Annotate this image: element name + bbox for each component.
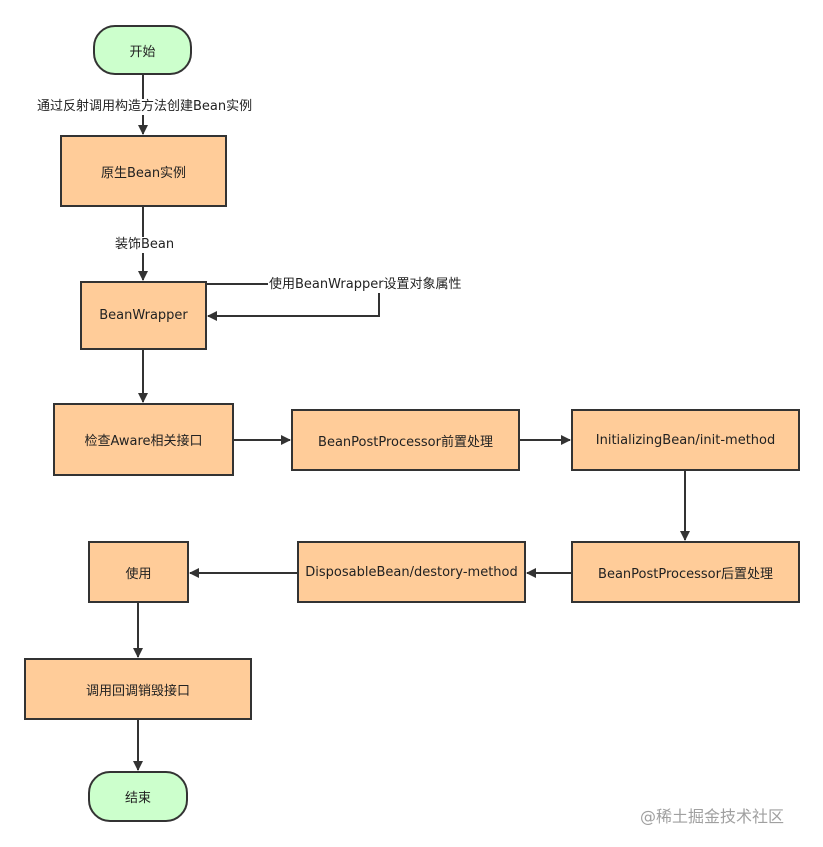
node-bean-wrapper[interactable]: BeanWrapper <box>80 281 207 350</box>
edge-label-decorate: 装饰Bean <box>114 237 176 253</box>
edge-label-reflect-create: 通过反射调用构造方法创建Bean实例 <box>36 99 254 115</box>
edge-wrapper-self-loop <box>143 283 380 321</box>
node-destroy-callback[interactable]: 调用回调销毁接口 <box>24 658 252 720</box>
node-check-aware[interactable]: 检查Aware相关接口 <box>53 403 234 476</box>
node-end[interactable]: 结束 <box>88 771 188 822</box>
node-disposable-bean[interactable]: DisposableBean/destory-method <box>297 541 526 603</box>
node-initializing-bean[interactable]: InitializingBean/init-method <box>571 409 800 471</box>
node-post-processor-before[interactable]: BeanPostProcessor前置处理 <box>291 409 520 471</box>
watermark-text: @稀土掘金技术社区 <box>640 807 785 826</box>
edge-label-set-props: 使用BeanWrapper设置对象属性 <box>268 277 463 293</box>
node-post-processor-after[interactable]: BeanPostProcessor后置处理 <box>571 541 800 603</box>
node-start[interactable]: 开始 <box>93 25 192 75</box>
node-use[interactable]: 使用 <box>88 541 189 603</box>
node-raw-bean[interactable]: 原生Bean实例 <box>60 135 227 207</box>
